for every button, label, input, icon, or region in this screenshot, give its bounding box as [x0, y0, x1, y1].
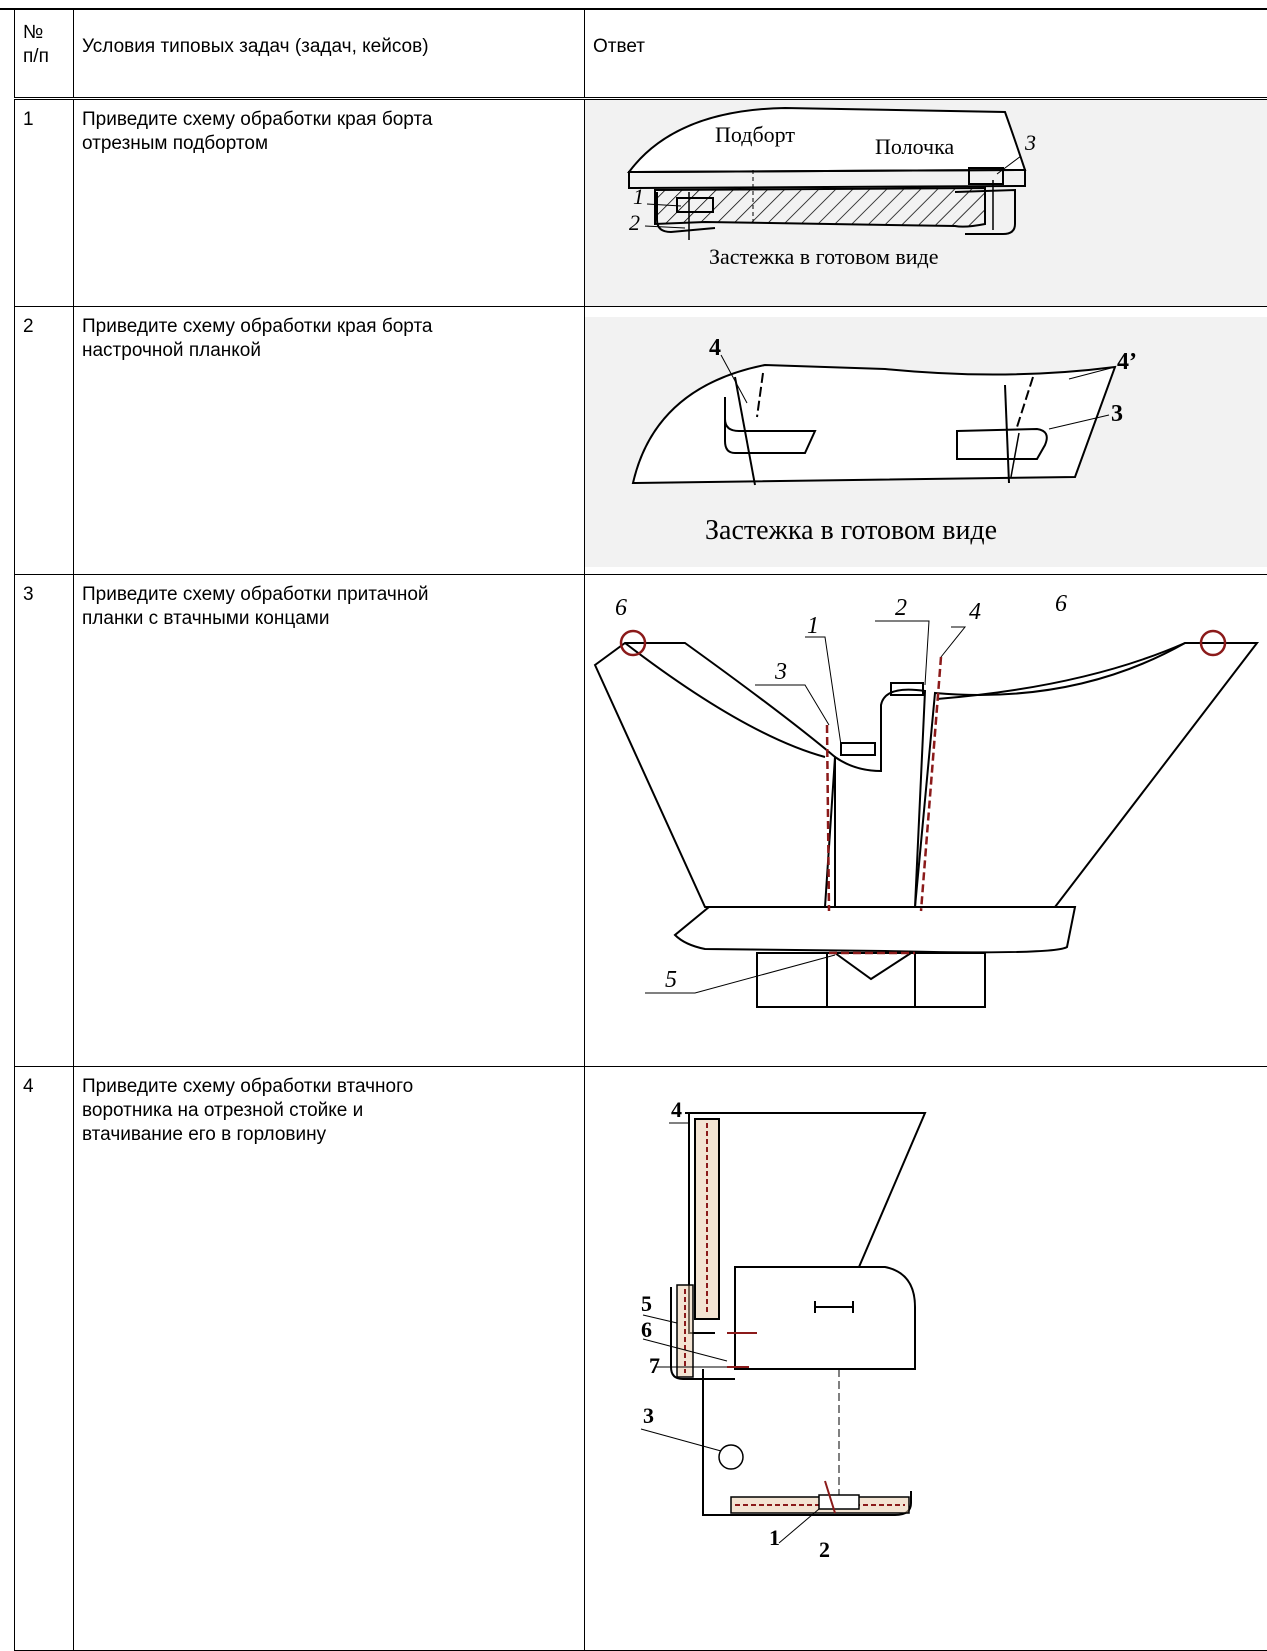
label-1: 1: [633, 184, 644, 209]
label-6: 6: [641, 1317, 652, 1342]
table-row: 1 Приведите схему обработки края борта о…: [15, 99, 1267, 307]
facing-hatched-area: [655, 188, 985, 227]
header-number: № п/п: [15, 9, 73, 69]
row-number: 4: [15, 1067, 73, 1099]
label-7: 7: [649, 1353, 660, 1378]
button-box: [819, 1495, 859, 1509]
header-answer: Ответ: [585, 9, 1267, 59]
label-3: 3: [1111, 401, 1123, 427]
left-panel: [595, 643, 835, 907]
collar-outline: [685, 1113, 925, 1267]
table-row: 4 Приведите схему обработки втачного вор…: [15, 1067, 1267, 1651]
table-row: 2 Приведите схему обработки края борта н…: [15, 307, 1267, 575]
center-placket: [835, 690, 925, 907]
label-6-left: 6: [615, 595, 627, 621]
waistband-curve: [675, 907, 1075, 952]
row-condition: Приведите схему обработки края борта нас…: [74, 307, 584, 363]
row-condition: Приведите схему обработки втачного ворот…: [74, 1067, 584, 1147]
leader-1: [805, 637, 841, 745]
table-row: 3 Приведите схему обработки притачной пл…: [15, 575, 1267, 1067]
row-condition: Приведите схему обработки края борта отр…: [74, 100, 584, 156]
leader-4: [941, 627, 965, 657]
label-3: 3: [643, 1403, 654, 1428]
right-panel: [915, 643, 1257, 907]
row-number: 1: [15, 100, 73, 132]
label-1: 1: [769, 1525, 780, 1550]
label-4: 4: [969, 599, 981, 625]
row-number: 3: [15, 575, 73, 607]
label-6-right: 6: [1055, 591, 1067, 617]
label-1: 1: [807, 613, 819, 639]
label-podbort: Подборт: [715, 122, 795, 147]
label-4: 4: [671, 1097, 682, 1122]
label-4-prime: 4’: [1117, 349, 1137, 375]
leader-3: [641, 1429, 721, 1451]
row-number: 2: [15, 307, 73, 339]
leader-2: [875, 621, 929, 685]
figure-caption: Застежка в готовом виде: [709, 244, 939, 269]
label-5: 5: [665, 967, 677, 993]
stand-block: [735, 1267, 915, 1369]
label-2: 2: [895, 595, 907, 621]
row-condition: Приведите схему обработки притачной план…: [74, 575, 584, 631]
marker-3: [719, 1445, 743, 1469]
label-2: 2: [819, 1537, 830, 1562]
table-header-row: № п/п Условия типовых задач (задач, кейс…: [15, 9, 1267, 99]
label-5: 5: [641, 1291, 652, 1316]
figure-attached-placket-diagram: 6 1 3 2 4 6 5: [585, 575, 1267, 1065]
header-condition: Условия типовых задач (задач, кейсов): [74, 9, 584, 59]
figure-collar-stand-diagram: 4 5 6 7 3 1 2: [585, 1067, 1267, 1649]
figure-facing-edge-diagram: Подборт Полочка 1 2 3 Застежка в готовом…: [585, 100, 1267, 306]
label-3: 3: [1024, 130, 1036, 155]
label-3: 3: [774, 659, 787, 685]
label-4: 4: [709, 335, 721, 361]
seam-box-left: [841, 743, 875, 755]
figure-caption: Застежка в готовом виде: [705, 515, 997, 546]
tasks-table: № п/п Условия типовых задач (задач, кейс…: [14, 8, 1267, 1651]
figure-placket-edge-diagram: 4 4’ 3 Застежка в готовом виде: [585, 307, 1267, 573]
label-2: 2: [629, 210, 640, 235]
label-polochka: Полочка: [875, 134, 954, 159]
right-placket: [957, 429, 1047, 459]
neckline-outline: [703, 1369, 911, 1515]
